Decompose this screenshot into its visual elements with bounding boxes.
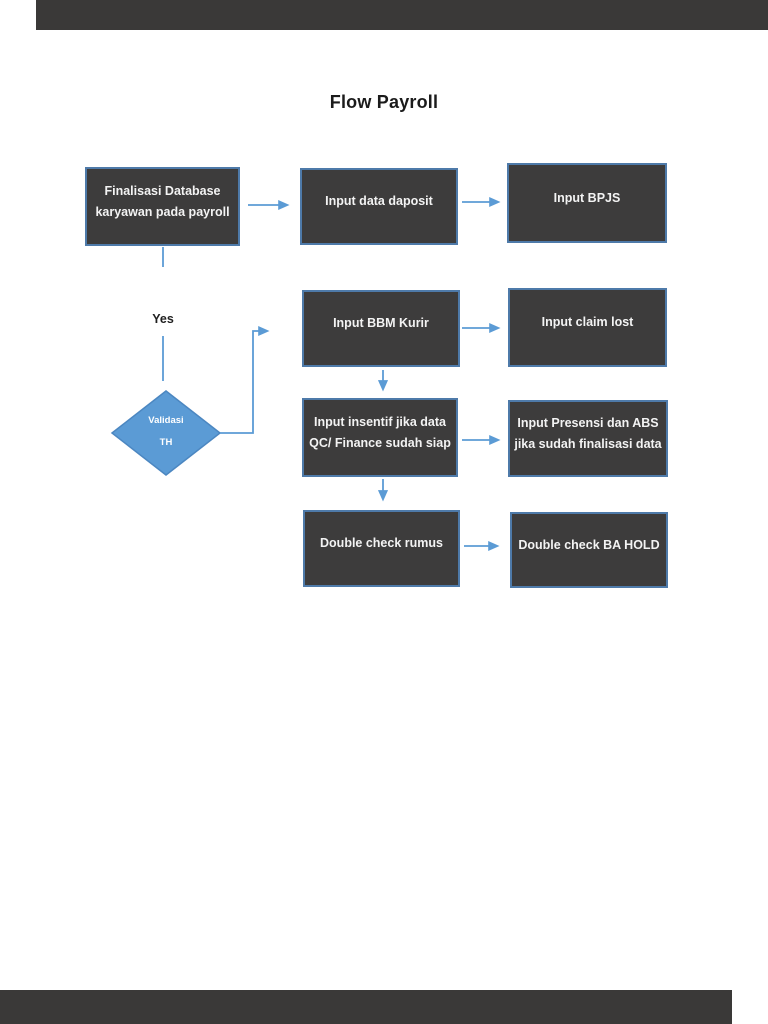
node-input-data-daposit: Input data daposit [300,168,458,245]
edge-label-yes: Yes [152,312,174,326]
node-label: Input claim lost [541,315,634,329]
node-label: Input BBM Kurir [333,316,429,330]
node-double-check-ba-hold: Double check BA HOLD [510,512,668,588]
decision-label-validasi-th: Validasi TH [121,410,211,454]
node-label: Input BPJS [553,190,621,205]
node-input-bpjs: Input BPJS [507,163,667,243]
node-input-insentif: Input insentif jika data QC/ Finance sud… [302,398,458,477]
arrow-validasi-to-bbm [220,325,270,434]
letterbox-bar-bottom [0,990,732,1024]
page-title: Flow Payroll [329,92,439,112]
node-input-bbm-kurir: Input BBM Kurir [302,290,460,367]
letterbox-bar-top [36,0,768,30]
decision-label-line2: TH [159,437,173,448]
node-input-presensi-abs: Input Presensi dan ABS jika sudah finali… [508,400,668,477]
node-label: Input data daposit [325,194,433,208]
node-label: Double check BA HOLD [518,537,660,552]
node-input-claim-lost: Input claim lost [508,288,667,367]
node-label: Finalisasi Database karyawan pada payrol… [95,183,230,219]
node-label: Input Presensi dan ABS jika sudah finali… [514,415,662,451]
decision-label-line1: Validasi [148,415,184,426]
node-double-check-rumus: Double check rumus [303,510,460,587]
node-finalisasi-database: Finalisasi Database karyawan pada payrol… [85,167,240,246]
node-label: Input insentif jika data QC/ Finance sud… [309,414,451,450]
node-label: Double check rumus [320,536,443,550]
